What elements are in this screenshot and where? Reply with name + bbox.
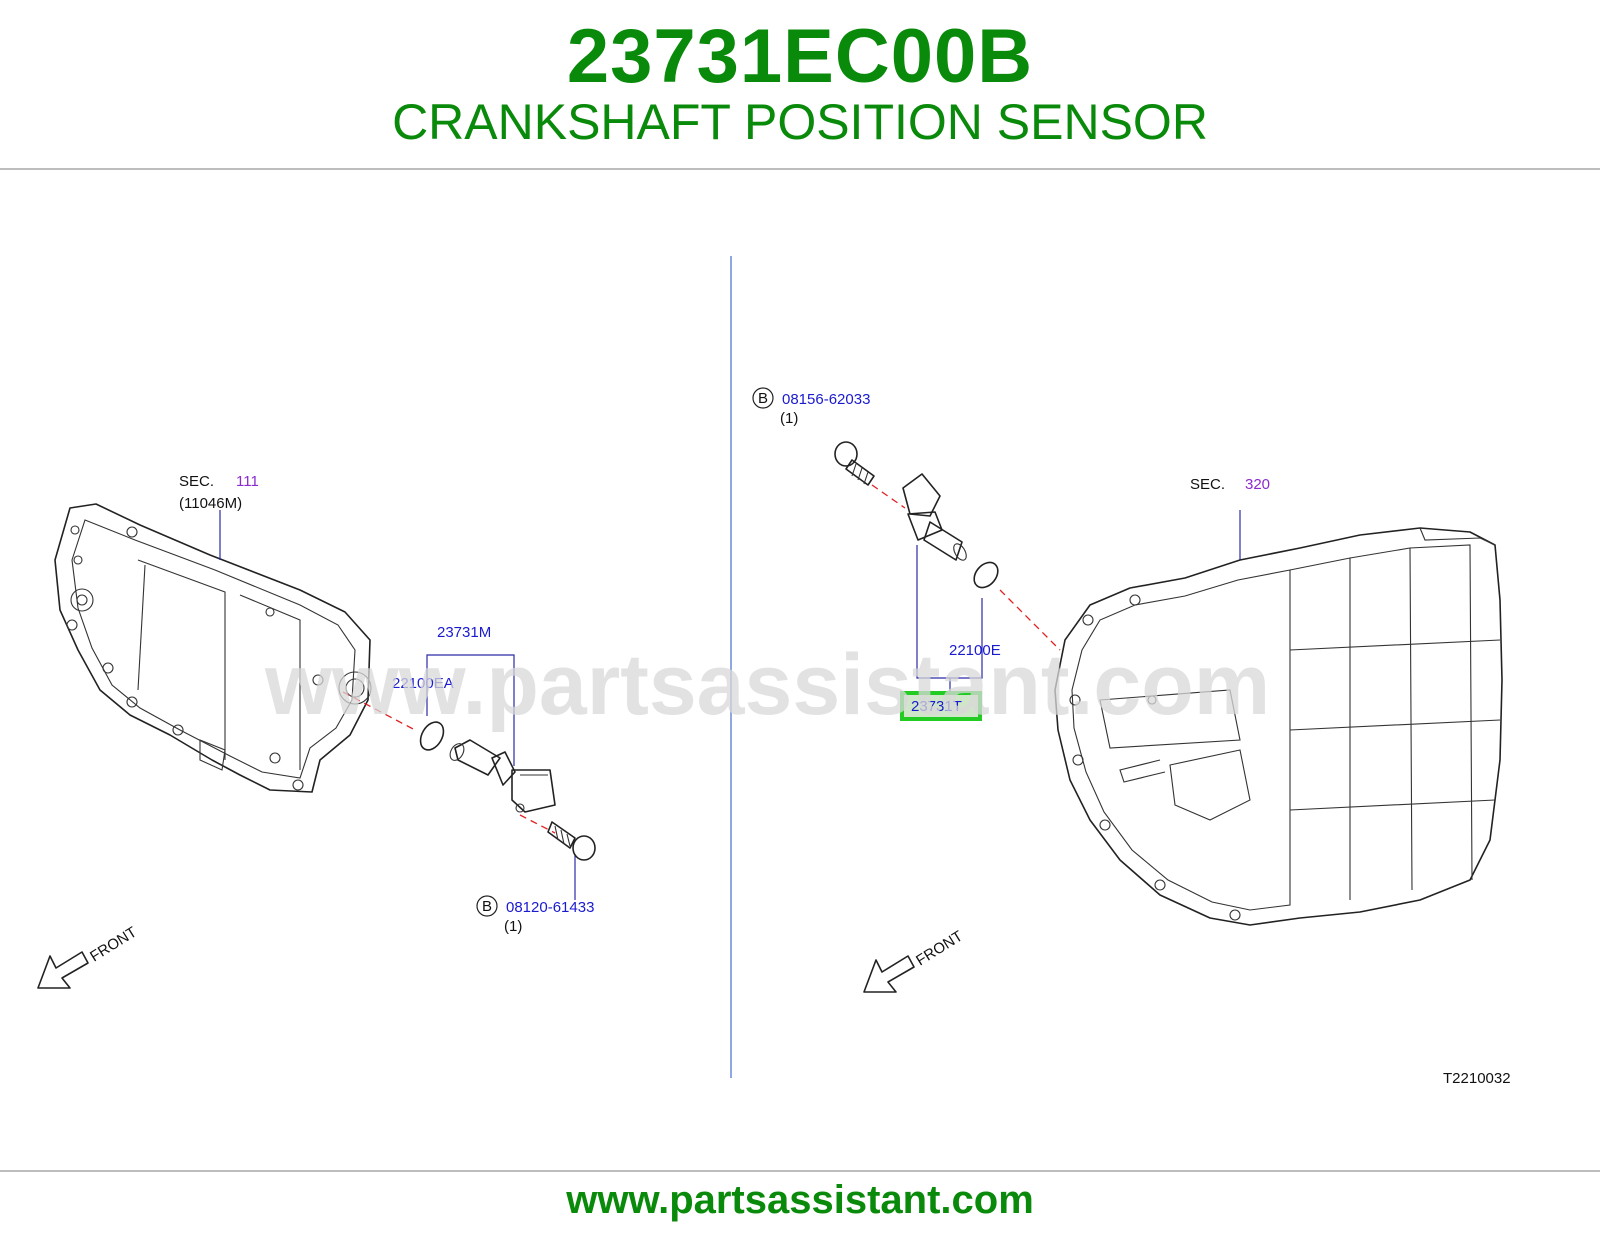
leader-23731M bbox=[426, 654, 515, 766]
front-arrow-left-icon bbox=[37, 951, 89, 989]
highlight-box-23731T bbox=[900, 691, 982, 721]
bolt-08120-part bbox=[547, 821, 596, 861]
callout-23731T[interactable]: 23731T bbox=[911, 698, 962, 715]
part-number-title: 23731EC00B bbox=[566, 14, 1034, 99]
bolt-qty-left: (1) bbox=[504, 918, 522, 935]
dash-right-2 bbox=[999, 589, 1061, 651]
diagram-code: T2210032 bbox=[1443, 1070, 1511, 1087]
bolt-08156-part bbox=[834, 441, 875, 486]
dash-right-1 bbox=[871, 484, 906, 509]
front-label-left: FRONT bbox=[87, 924, 140, 966]
watermark-text: www.partsassistant.com bbox=[264, 637, 1270, 733]
sec-number-320[interactable]: 320 bbox=[1245, 476, 1270, 493]
callout-23731M[interactable]: 23731M bbox=[437, 624, 491, 641]
dash-left-2 bbox=[519, 814, 556, 834]
callout-22100E[interactable]: 22100E bbox=[949, 642, 1001, 659]
callout-08156-62033[interactable]: 08156-62033 bbox=[782, 391, 870, 408]
transmission-case-part bbox=[1054, 527, 1503, 926]
sec-label-left: SEC. bbox=[179, 473, 214, 490]
bolt-marker-right-text: B bbox=[758, 390, 768, 407]
front-arrow-right-icon bbox=[863, 955, 915, 993]
bolt-marker-left-text: B bbox=[482, 898, 492, 915]
callout-22100EA[interactable]: 22100EA bbox=[392, 675, 454, 692]
sec-label-right: SEC. bbox=[1190, 476, 1225, 493]
callout-08120-61433[interactable]: 08120-61433 bbox=[506, 899, 594, 916]
bolt-qty-right: (1) bbox=[780, 410, 798, 427]
footer-divider bbox=[0, 1170, 1600, 1172]
dash-left-1 bbox=[342, 691, 416, 731]
bolt-marker-left bbox=[476, 895, 498, 917]
sec-number-111[interactable]: 111 bbox=[236, 473, 259, 490]
sensor-23731T-part bbox=[902, 473, 967, 561]
front-label-right: FRONT bbox=[913, 928, 966, 970]
engine-cover-part bbox=[54, 503, 372, 793]
sensor-23731M-part bbox=[449, 739, 556, 813]
oring-22100E-part bbox=[973, 561, 999, 589]
sec-ref-11046M: (11046M) bbox=[179, 495, 242, 512]
footer-website-link[interactable]: www.partsassistant.com bbox=[566, 1178, 1034, 1222]
bolt-marker-right bbox=[752, 387, 774, 409]
header-divider bbox=[0, 168, 1600, 170]
oring-22100EA-part bbox=[419, 721, 445, 751]
part-name-subtitle: CRANKSHAFT POSITION SENSOR bbox=[392, 94, 1208, 150]
